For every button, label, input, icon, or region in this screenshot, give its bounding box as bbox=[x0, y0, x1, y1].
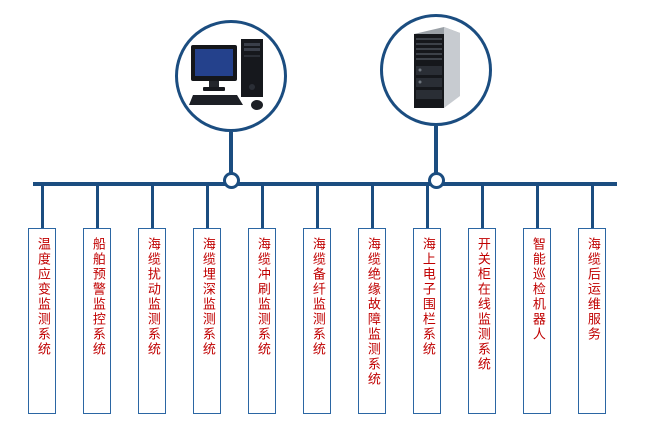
system-box: 海缆备纤监测系统 bbox=[303, 228, 331, 414]
system-box: 开关柜在线监测系统 bbox=[468, 228, 496, 414]
system-box: 温度应变监测系统 bbox=[28, 228, 56, 414]
branch-connector-line bbox=[205, 186, 209, 228]
branch-connector-line bbox=[150, 186, 154, 228]
system-label: 开关柜在线监测系统 bbox=[474, 237, 490, 372]
system-branch: 智能巡检机器人 bbox=[523, 186, 551, 414]
branch-connector-line bbox=[40, 186, 44, 228]
system-box: 海缆后运维服务 bbox=[578, 228, 606, 414]
branch-connector-line bbox=[315, 186, 319, 228]
system-branch: 海缆后运维服务 bbox=[578, 186, 606, 414]
system-box: 海上电子围栏系统 bbox=[413, 228, 441, 414]
branch-connector-line bbox=[95, 186, 99, 228]
system-label: 温度应变监测系统 bbox=[34, 237, 50, 357]
workstation-junction-dot bbox=[223, 172, 240, 189]
server-node bbox=[380, 14, 492, 126]
system-label: 海缆后运维服务 bbox=[584, 237, 600, 342]
system-branch: 海缆绝缘故障监测系统 bbox=[358, 186, 386, 414]
system-branch: 海缆扰动监测系统 bbox=[138, 186, 166, 414]
system-branch: 海上电子围栏系统 bbox=[413, 186, 441, 414]
branch-connector-line bbox=[260, 186, 264, 228]
system-label: 海缆绝缘故障监测系统 bbox=[364, 237, 380, 387]
branch-connector-line bbox=[425, 186, 429, 228]
branch-connector-line bbox=[535, 186, 539, 228]
system-label: 智能巡检机器人 bbox=[529, 237, 545, 342]
system-label: 船舶预警监控系统 bbox=[89, 237, 105, 357]
system-branch: 海缆冲刷监测系统 bbox=[248, 186, 276, 414]
system-label: 海缆扰动监测系统 bbox=[144, 237, 160, 357]
system-label: 海缆冲刷监测系统 bbox=[254, 237, 270, 357]
desktop-computer-icon bbox=[189, 35, 273, 117]
server-tower-icon bbox=[400, 24, 472, 116]
system-branch: 海缆备纤监测系统 bbox=[303, 186, 331, 414]
system-box: 海缆绝缘故障监测系统 bbox=[358, 228, 386, 414]
branch-connector-line bbox=[590, 186, 594, 228]
system-label: 海缆埋深监测系统 bbox=[199, 237, 215, 357]
workstation-connector-line bbox=[229, 132, 233, 176]
server-junction-dot bbox=[428, 172, 445, 189]
system-branch: 海缆埋深监测系统 bbox=[193, 186, 221, 414]
system-box: 海缆埋深监测系统 bbox=[193, 228, 221, 414]
system-branch: 温度应变监测系统 bbox=[28, 186, 56, 414]
branch-connector-line bbox=[480, 186, 484, 228]
system-branch: 开关柜在线监测系统 bbox=[468, 186, 496, 414]
system-box: 智能巡检机器人 bbox=[523, 228, 551, 414]
server-connector-line bbox=[434, 126, 438, 176]
system-box: 船舶预警监控系统 bbox=[83, 228, 111, 414]
system-label: 海上电子围栏系统 bbox=[419, 237, 435, 357]
system-branch: 船舶预警监控系统 bbox=[83, 186, 111, 414]
workstation-node bbox=[175, 20, 287, 132]
system-label: 海缆备纤监测系统 bbox=[309, 237, 325, 357]
system-box: 海缆扰动监测系统 bbox=[138, 228, 166, 414]
bus-line bbox=[33, 182, 617, 186]
branch-connector-line bbox=[370, 186, 374, 228]
system-box: 海缆冲刷监测系统 bbox=[248, 228, 276, 414]
